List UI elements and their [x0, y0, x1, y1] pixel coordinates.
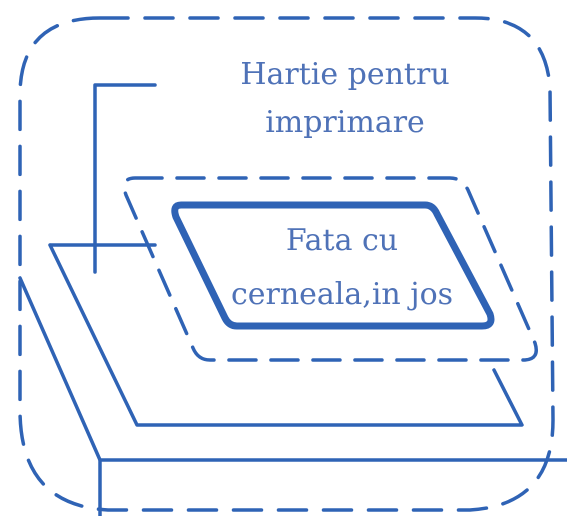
inner-dashed-paper-area — [122, 176, 538, 362]
paper-label-line1: Hartie pentru — [240, 57, 449, 92]
printer-tray-left-edge — [18, 276, 102, 462]
paper-callout-line — [93, 83, 157, 274]
paper-sheet-outline — [48, 243, 524, 427]
ink-label-line1: Fata cu — [286, 223, 398, 258]
ink-label-line2: cerneala,in jos — [231, 277, 453, 312]
ink-side-sheet-outline — [171, 201, 495, 330]
paper-label-line2: imprimare — [265, 105, 425, 140]
printer-base-block — [98, 458, 567, 516]
outer-dashed-boundary — [18, 16, 555, 512]
